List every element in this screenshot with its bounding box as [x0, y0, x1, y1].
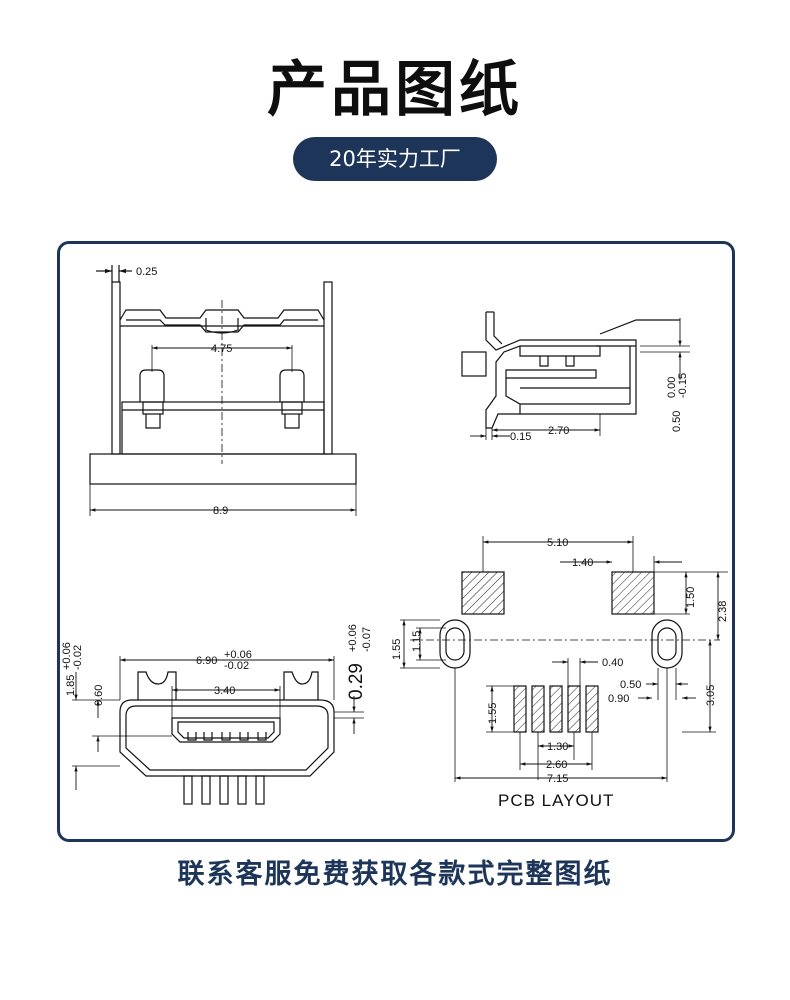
dim-2-70: 2.70 — [548, 425, 569, 437]
dim-5-10: 5.10 — [547, 537, 568, 549]
dim-0-29: 0.29 — [346, 663, 367, 700]
dim-6-90-tol-minus: -0.02 — [224, 660, 249, 672]
dim-1-40: 1.40 — [572, 557, 593, 569]
top-view — [89, 265, 357, 516]
dim-minus-0-15: -0.15 — [677, 373, 689, 398]
dim-1-55-pad: 1.55 — [487, 703, 499, 724]
dim-6-90: 6.90 — [196, 655, 217, 667]
front-view — [72, 656, 364, 805]
dim-1-15: 1.15 — [411, 631, 423, 652]
dim-6-90-tol-plus: +0.06 — [224, 649, 252, 661]
dim-1-30: 1.30 — [547, 741, 568, 753]
dim-0-60: 0.60 — [93, 685, 105, 706]
dim-0-40: 0.40 — [602, 657, 623, 669]
dim-0-00: 0.00 — [666, 377, 678, 398]
dim-0-29-tol-minus: -0.07 — [361, 627, 373, 652]
dim-1-85-tol-plus: +0.06 — [61, 642, 73, 670]
dim-2-60: 2.60 — [546, 759, 567, 771]
dim-1-85-tol-minus: -0.02 — [72, 645, 84, 670]
footer-contact-text: 联系客服免费获取各款式完整图纸 — [177, 859, 613, 890]
dim-1-55-slot: 1.55 — [391, 639, 403, 660]
dim-2-38: 2.38 — [717, 601, 729, 622]
dim-0-50-side: 0.50 — [671, 411, 683, 432]
dim-0-25: 0.25 — [136, 266, 157, 278]
dim-8-9: 8.9 — [213, 505, 228, 517]
dim-1-50: 1.50 — [685, 587, 697, 608]
dim-1-85: 1.85 — [65, 675, 77, 696]
side-view — [461, 311, 690, 440]
pcb-layout-label: PCB LAYOUT — [498, 791, 614, 810]
dim-0-29-tol-plus: +0.06 — [347, 624, 359, 652]
page-title: 产品图纸 — [267, 55, 523, 125]
dim-3-05: 3.05 — [705, 685, 717, 706]
dim-4-75: 4.75 — [211, 343, 232, 355]
pcb-layout-view — [400, 536, 728, 782]
dim-0-90: 0.90 — [608, 693, 629, 705]
dim-0-50-pcb: 0.50 — [620, 679, 641, 691]
dim-7-15: 7.15 — [547, 773, 568, 785]
dim-0-15-side: 0.15 — [510, 431, 531, 443]
factory-badge: 20年实力工厂 — [293, 137, 497, 181]
dim-3-40: 3.40 — [214, 685, 235, 697]
